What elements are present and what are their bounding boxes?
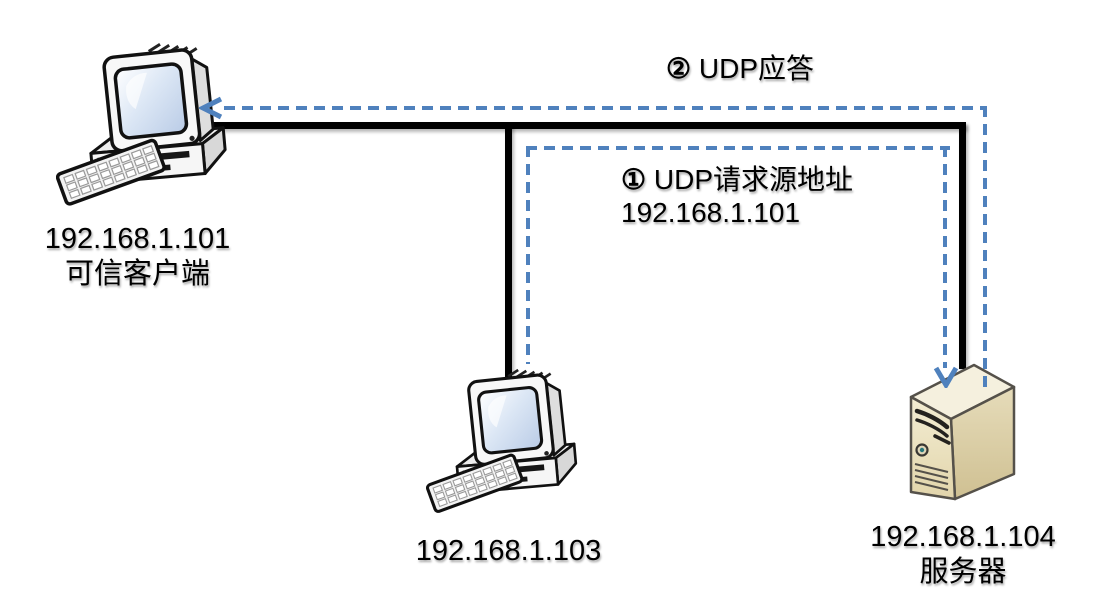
udp-request-dash-horizontal <box>526 146 950 150</box>
udp-reply-label: ② UDP应答 <box>666 52 814 85</box>
lan-link-horizontal <box>212 122 966 129</box>
middle-ip-label: 192.168.1.103 <box>415 535 602 567</box>
udp-request-step-badge: ① <box>621 164 647 195</box>
client-desktop-computer-icon <box>56 42 232 208</box>
client-label: 192.168.1.101 可信客户端 <box>15 222 260 292</box>
udp-request-dash-vertical-right <box>943 146 947 368</box>
server-label: 192.168.1.104 服务器 <box>842 520 1084 590</box>
server-ip-label: 192.168.1.104 <box>870 521 1056 553</box>
arrow-left-icon <box>199 96 223 120</box>
middle-desktop-computer-icon <box>426 368 582 515</box>
server-role-label: 服务器 <box>919 556 1007 588</box>
udp-request-spoofed-ip: 192.168.1.101 <box>621 197 801 228</box>
lan-link-server-drop <box>959 122 966 369</box>
udp-request-label: ① UDP请求源地址 192.168.1.101 <box>621 163 853 229</box>
udp-request-dash-vertical-left <box>526 146 530 364</box>
udp-reply-dash-horizontal <box>224 106 987 110</box>
arrow-down-icon <box>933 366 959 388</box>
client-role-label: 可信客户端 <box>64 258 210 290</box>
udp-reply-dash-vertical <box>983 106 987 393</box>
server-tower-icon <box>907 362 1022 506</box>
lan-link-middle-drop <box>505 122 512 378</box>
udp-reply-step-badge: ② <box>666 53 692 84</box>
udp-request-text: UDP请求源地址 <box>653 164 854 195</box>
udp-reply-text: UDP应答 <box>698 53 815 84</box>
client-ip-label: 192.168.1.101 <box>44 223 231 255</box>
